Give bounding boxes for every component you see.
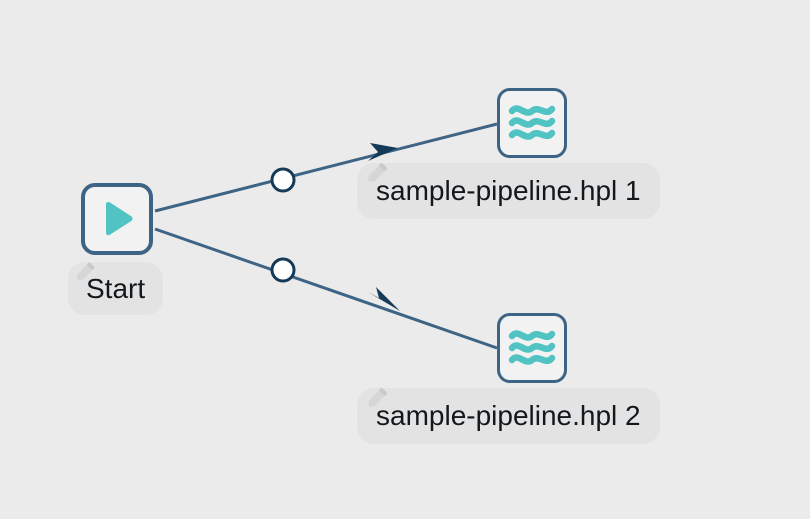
hop-start-to-pipeline-2[interactable] xyxy=(154,227,498,350)
node-label-text: sample-pipeline.hpl 2 xyxy=(376,400,641,431)
hop-line xyxy=(154,227,498,350)
hop-condition-circle-icon[interactable] xyxy=(270,167,296,193)
node-pipeline-2[interactable] xyxy=(497,313,567,383)
play-icon xyxy=(106,201,133,236)
node-start[interactable] xyxy=(81,183,153,255)
node-label-text: sample-pipeline.hpl 1 xyxy=(376,175,641,206)
hop-condition-circle-icon[interactable] xyxy=(270,257,296,283)
hop-arrowhead-icon xyxy=(368,287,400,311)
node-pipeline-1-label[interactable]: sample-pipeline.hpl 1 xyxy=(357,162,660,219)
node-pipeline-2-label[interactable]: sample-pipeline.hpl 2 xyxy=(357,387,660,444)
hop-arrowhead-icon xyxy=(368,143,398,161)
pipeline-waves-icon xyxy=(508,330,556,365)
node-start-label[interactable]: Start xyxy=(68,262,164,315)
node-pipeline-1[interactable] xyxy=(497,88,567,158)
node-label-text: Start xyxy=(86,272,146,304)
pipeline-waves-icon xyxy=(508,105,556,140)
